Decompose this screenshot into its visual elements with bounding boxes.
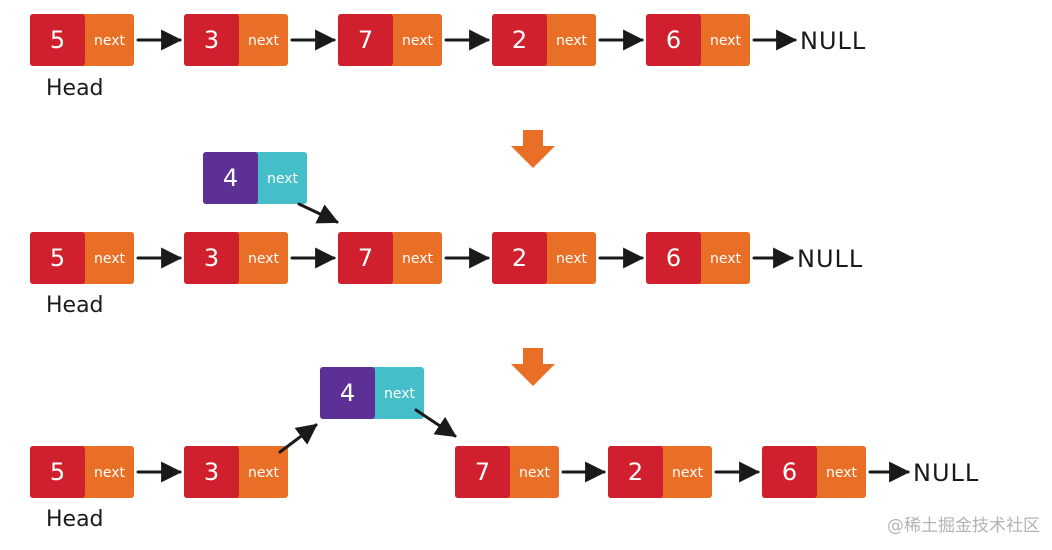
node-next-label: next (94, 251, 126, 267)
list-node: 5 next (30, 232, 134, 284)
node-value: 7 (358, 244, 373, 272)
node-value: 5 (50, 244, 65, 272)
node-value-cell (338, 14, 393, 66)
node-value: 6 (782, 458, 797, 486)
head-label: Head (46, 76, 104, 101)
node-value-cell (338, 232, 393, 284)
null-label: NULL (913, 459, 979, 487)
node-next-label: next (710, 251, 742, 267)
node-next-label: next (94, 465, 126, 481)
list-node: 5 next (30, 446, 134, 498)
node-value: 7 (475, 458, 490, 486)
node-value: 3 (204, 458, 219, 486)
list-node: 7 next (455, 446, 559, 498)
list-node: 3 next (184, 14, 288, 66)
new-node: 4 next (320, 367, 424, 419)
node-next-label: next (402, 251, 434, 267)
new-node-pointer (297, 202, 339, 224)
head-label: Head (46, 507, 104, 532)
list-node: 2 next (608, 446, 712, 498)
node-next-label: next (826, 465, 858, 481)
list-node: 2 next (492, 232, 596, 284)
node-value-cell (184, 446, 239, 498)
node-value-cell (184, 232, 239, 284)
null-label: NULL (800, 27, 866, 55)
node-next-label: next (402, 33, 434, 49)
list-node: 2 next (492, 14, 596, 66)
node-next-label: next (248, 33, 280, 49)
node-next-label: next (94, 33, 126, 49)
node-value: 2 (512, 244, 527, 272)
node-next-label: next (519, 465, 551, 481)
node-value-cell (608, 446, 663, 498)
list-node: 3 next (184, 232, 288, 284)
node-value-cell (646, 232, 701, 284)
head-label: Head (46, 293, 104, 318)
node-value: 6 (666, 244, 681, 272)
node-value: 3 (204, 244, 219, 272)
down-arrow-icon (511, 130, 555, 168)
node-value: 7 (358, 26, 373, 54)
list-node: 6 next (762, 446, 866, 498)
list-node: 5 next (30, 14, 134, 66)
node-value: 6 (666, 26, 681, 54)
node-value-cell (30, 446, 85, 498)
node-value-cell (30, 232, 85, 284)
list-node: 3 next (184, 446, 288, 498)
node-next-label: next (710, 33, 742, 49)
node-value-cell (30, 14, 85, 66)
next-pointer (278, 423, 318, 454)
node-value-cell (646, 14, 701, 66)
node-next-label: next (248, 465, 280, 481)
list-node: 6 next (646, 232, 750, 284)
list-node: 7 next (338, 14, 442, 66)
node-next-label: next (556, 251, 588, 267)
list-node: 7 next (338, 232, 442, 284)
list-node: 6 next (646, 14, 750, 66)
node-value-cell (320, 367, 375, 419)
node-value: 2 (628, 458, 643, 486)
node-value: 4 (223, 164, 238, 192)
down-arrow-icon (511, 348, 555, 386)
null-label: NULL (797, 245, 863, 273)
node-value: 5 (50, 458, 65, 486)
new-node-pointer (414, 408, 457, 438)
node-value: 5 (50, 26, 65, 54)
node-value-cell (455, 446, 510, 498)
node-value: 4 (340, 379, 355, 407)
new-node: 4 next (203, 152, 307, 204)
node-value-cell (184, 14, 239, 66)
watermark: @稀土掘金技术社区 (887, 516, 1040, 536)
node-value-cell (492, 232, 547, 284)
node-value: 3 (204, 26, 219, 54)
node-next-label: next (672, 465, 704, 481)
node-value: 2 (512, 26, 527, 54)
node-value-cell (492, 14, 547, 66)
node-next-label: next (267, 171, 299, 187)
node-value-cell (762, 446, 817, 498)
node-next-label: next (556, 33, 588, 49)
node-next-label: next (248, 251, 280, 267)
node-next-label: next (384, 386, 416, 402)
node-value-cell (203, 152, 258, 204)
